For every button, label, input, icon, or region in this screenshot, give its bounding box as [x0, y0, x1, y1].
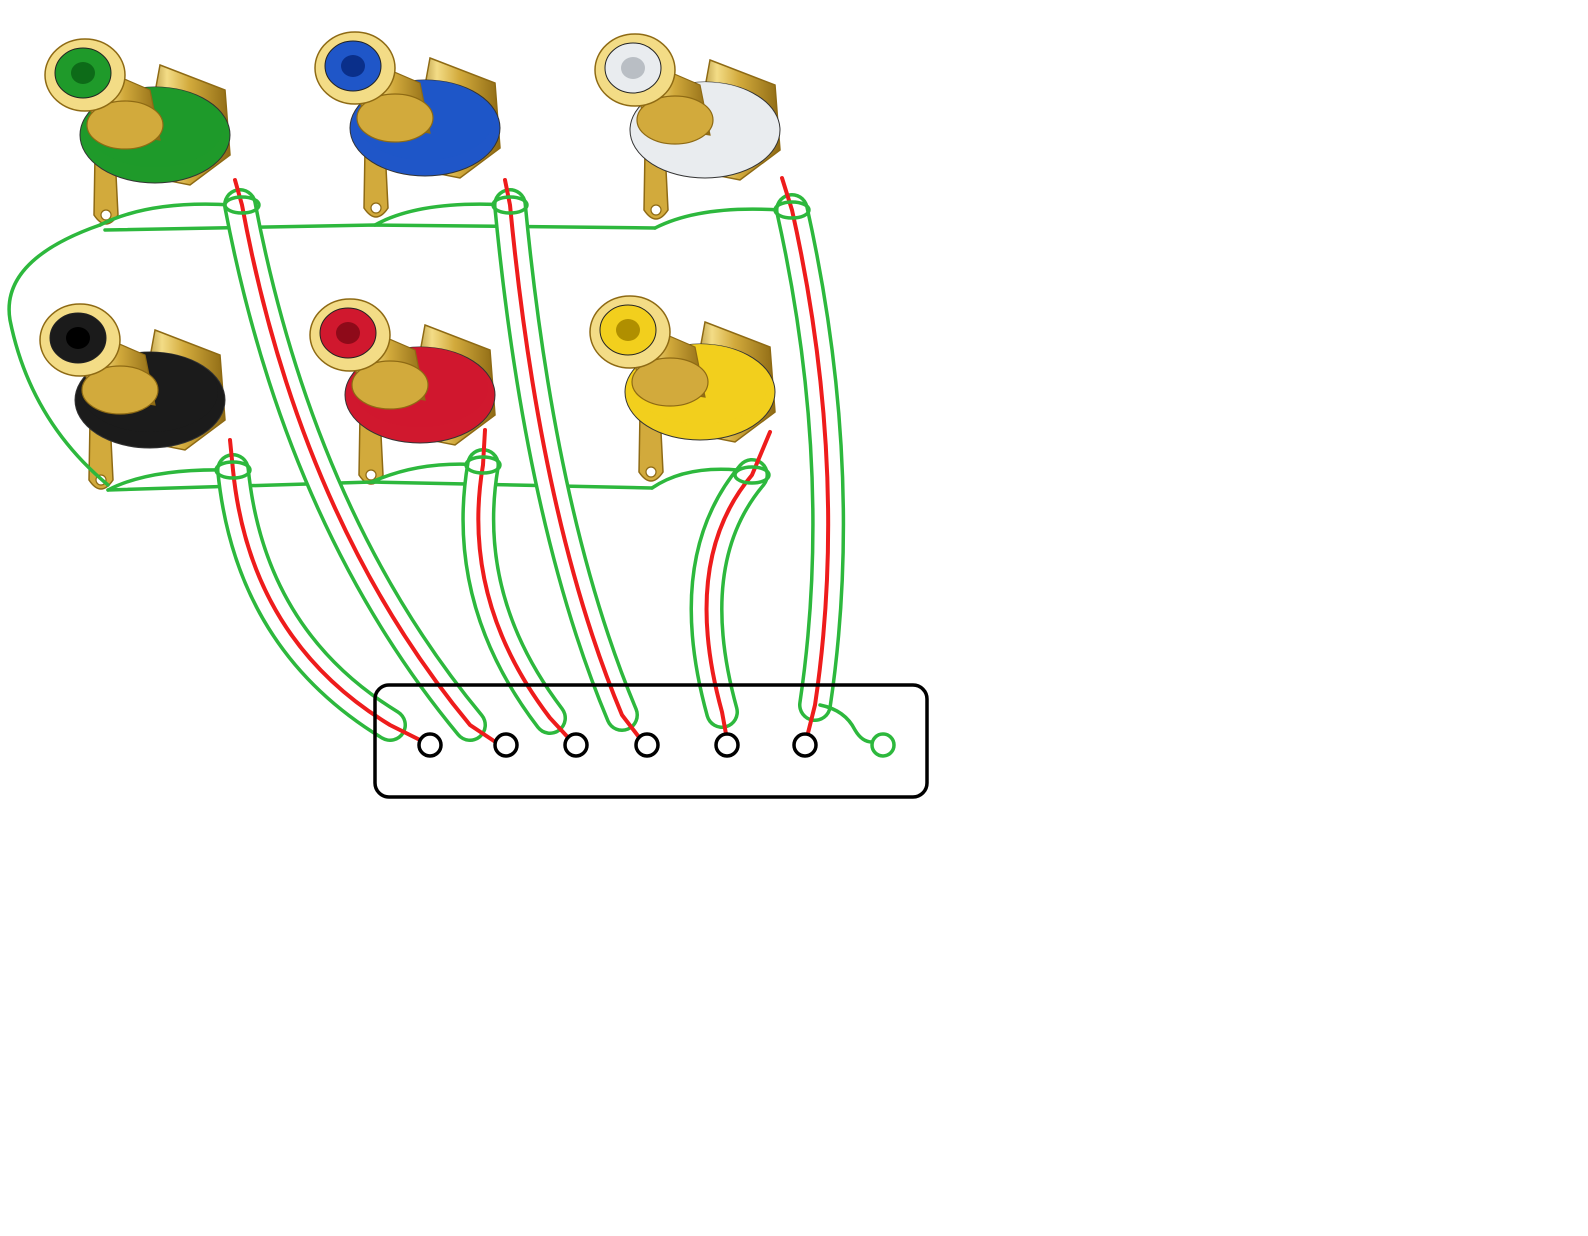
- center-pin-hole: [66, 327, 90, 349]
- rca-jack-green: [44, 38, 231, 225]
- terminal-pin-7: [870, 732, 896, 758]
- cable-jacket: [496, 191, 636, 729]
- rca-jack-yellow: [589, 295, 776, 482]
- rca-jacks: [39, 31, 781, 490]
- terminal-pin-3: [563, 732, 589, 758]
- barrel-collar: [351, 360, 429, 410]
- ground-wire-3: [373, 202, 510, 227]
- barrel-collar: [86, 100, 164, 150]
- signal-wire: [476, 428, 577, 747]
- rca-jack-red: [309, 298, 496, 485]
- lug-hole: [370, 202, 382, 214]
- barrel-collar: [81, 365, 159, 415]
- terminal-pin-1: [417, 732, 443, 758]
- lug-hole: [365, 469, 377, 481]
- rca-jack-white: [594, 33, 781, 220]
- shield-ring-top: [464, 455, 502, 475]
- signal-wire: [228, 438, 432, 747]
- terminal-pin-5: [714, 732, 740, 758]
- coax-cable-1: [223, 178, 502, 747]
- barrel-collar: [631, 357, 709, 407]
- barrel-collar: [356, 93, 434, 143]
- lug-hole: [645, 466, 657, 478]
- shield-ring-top: [733, 465, 771, 485]
- coax-cable-5: [461, 428, 577, 747]
- rca-jack-black: [39, 303, 226, 490]
- coax-cables: [214, 176, 846, 747]
- signal-wire: [503, 178, 647, 747]
- rca-jack-blue: [314, 31, 501, 218]
- barrel-collar: [636, 95, 714, 145]
- coax-cable-6: [689, 430, 772, 747]
- shield-ring-top: [223, 195, 261, 215]
- ground-wire-6: [106, 480, 654, 492]
- coax-cable-4: [214, 438, 432, 747]
- ground-wire-5: [7, 223, 110, 487]
- center-pin-hole: [336, 322, 360, 344]
- terminal-pin-2: [493, 732, 519, 758]
- terminal-pin-6: [792, 732, 818, 758]
- shield-ring-top: [491, 195, 529, 215]
- ground-wire-2: [98, 202, 234, 227]
- ground-wire-4: [653, 207, 782, 230]
- terminal-block-outline: [373, 683, 929, 799]
- coax-cable-2: [491, 178, 647, 747]
- ground-wire-7: [106, 468, 232, 492]
- center-pin-hole: [341, 55, 365, 77]
- terminal-pin-4: [634, 732, 660, 758]
- lug-hole: [100, 209, 112, 221]
- center-pin-hole: [621, 57, 645, 79]
- shield-ring-top: [214, 460, 252, 480]
- shield-ring-top: [773, 200, 811, 220]
- terminal-block: [373, 683, 929, 799]
- center-pin-hole: [616, 319, 640, 341]
- ground-lead: [818, 703, 874, 744]
- signal-wire: [233, 178, 502, 747]
- coax-cable-3: [773, 176, 846, 747]
- center-pin-hole: [71, 62, 95, 84]
- signal-wire: [780, 176, 831, 747]
- ground-wire-1: [103, 223, 657, 232]
- lug-hole: [650, 204, 662, 216]
